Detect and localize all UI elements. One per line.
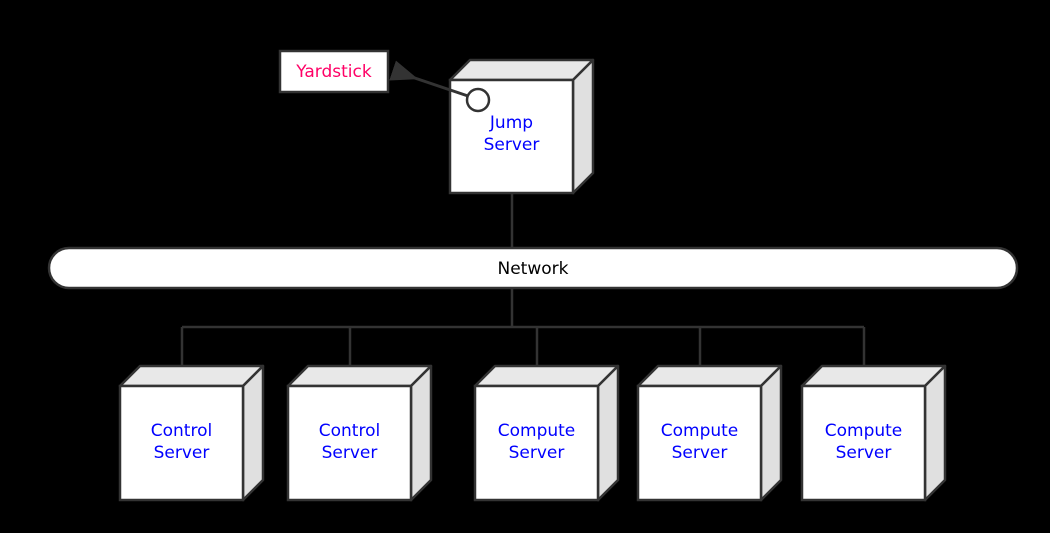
- box-front-face: [800, 384, 927, 502]
- lollipop-circle-icon: [465, 87, 491, 113]
- server-box-control-server-1[interactable]: [118, 364, 265, 502]
- box-top-face: [473, 364, 620, 388]
- jump-server-box[interactable]: [448, 58, 595, 195]
- server-box-compute-server-2[interactable]: [636, 364, 783, 502]
- jump-server-top-face: [448, 58, 595, 82]
- box-front-face: [473, 384, 600, 502]
- jump-server-front-face: [448, 78, 575, 195]
- box-top-face: [286, 364, 433, 388]
- server-box-compute-server-3[interactable]: [800, 364, 947, 502]
- box-top-face: [636, 364, 783, 388]
- jump-server-side-face: [571, 58, 595, 195]
- box-side-face: [759, 364, 783, 502]
- connector-jumpserver-yardstick: [389, 60, 469, 98]
- box-front-face: [118, 384, 245, 502]
- box-front-face: [636, 384, 763, 502]
- box-top-face: [800, 364, 947, 388]
- box-side-face: [409, 364, 433, 502]
- box-side-face: [596, 364, 620, 502]
- server-box-control-server-2[interactable]: [286, 364, 433, 502]
- server-box-compute-server-1[interactable]: [473, 364, 620, 502]
- box-top-face: [118, 364, 265, 388]
- network-bar[interactable]: [47, 246, 1019, 290]
- box-front-face: [286, 384, 413, 502]
- box-side-face: [923, 364, 947, 502]
- yardstick-box[interactable]: [278, 49, 390, 94]
- box-side-face: [241, 364, 265, 502]
